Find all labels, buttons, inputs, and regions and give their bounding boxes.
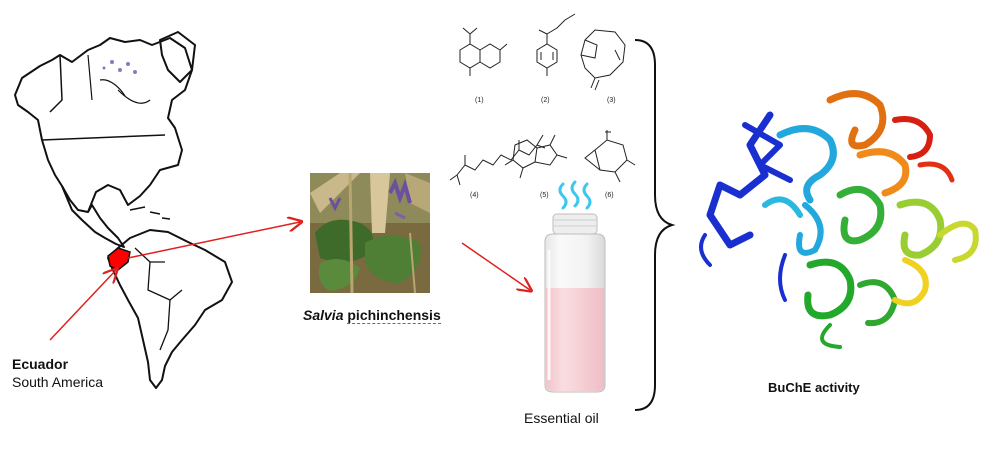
compound-4-label: (4) [470,192,479,199]
arrow-to-oil [461,242,530,290]
essential-oil-vial [544,180,606,393]
buche-label: BuChE activity [768,380,860,395]
compound-2-label: (2) [541,97,550,104]
compound-5-label: (5) [540,192,549,199]
compound-1-structure [459,27,508,76]
buche-protein-structure [699,90,979,349]
compound-4-structure [449,134,546,186]
compound-5-structure [504,134,568,179]
species-epithet: pichinchensis [347,307,441,324]
arrow-to-plant [127,222,300,259]
compound-6-label: (6) [605,192,614,199]
genus-text: Salvia [303,307,344,323]
compound-2-structure [536,13,576,76]
compound-3-structure [580,29,626,91]
chemical-structures: (1) (2) (3) (4) (5) (6) [449,13,636,199]
plant-photo [310,173,430,293]
vapor-icon [558,180,592,210]
region-sub: South America [12,374,104,390]
curly-brace [634,39,676,411]
compound-1-label: (1) [475,97,484,104]
species-label: Salvia pichinchensis [303,307,441,324]
region-name: Ecuador [12,356,69,372]
compound-6-structure [584,130,636,183]
compound-3-label: (3) [607,97,616,104]
oil-label: Essential oil [524,410,599,426]
arrow-ecuador-label [49,270,116,341]
